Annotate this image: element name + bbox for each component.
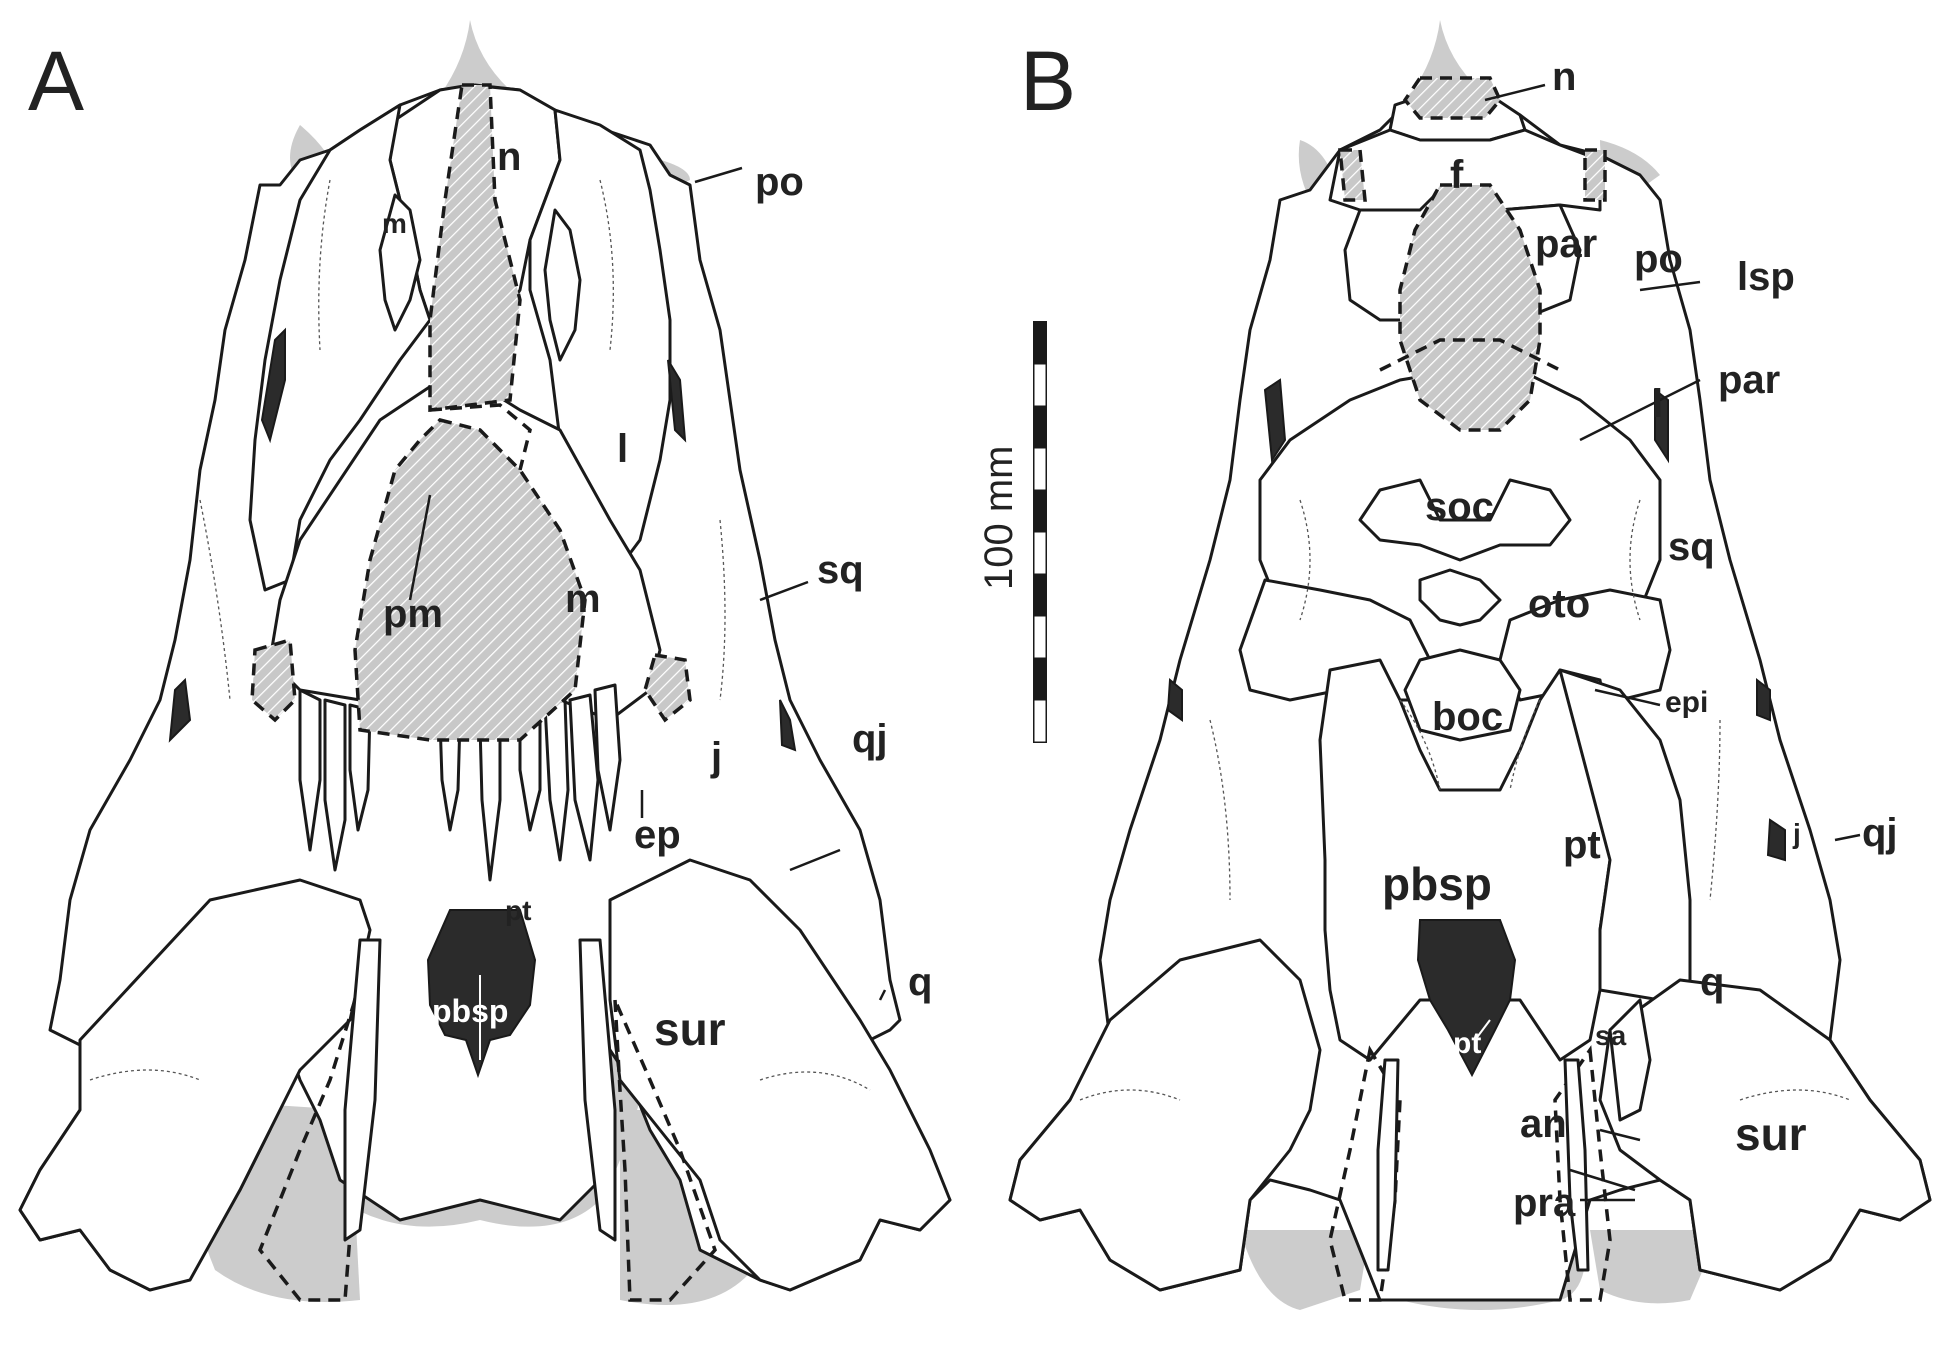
label-b-po: po: [1634, 237, 1683, 281]
label-a-sq: sq: [817, 548, 864, 592]
label-b-boc: boc: [1432, 695, 1503, 739]
panel-b-skull-outline: [1008, 76, 1932, 1302]
label-b-an: an: [1520, 1102, 1567, 1146]
label-a-pt: pt: [505, 895, 531, 926]
label-b-pbsp: pbsp: [1382, 858, 1492, 910]
panel-a: A: [18, 20, 952, 1305]
label-a-m: m: [565, 577, 601, 621]
label-a-q: q: [908, 960, 932, 1004]
label-b-lsp: lsp: [1737, 255, 1795, 299]
panel-b: B: [1008, 20, 1932, 1310]
label-a-sur: sur: [654, 1003, 726, 1055]
label-a-po: po: [755, 160, 804, 204]
scale-bar-label: 100 mm: [977, 446, 1021, 591]
scale-bar-segment: [1033, 405, 1047, 449]
label-b-sur: sur: [1735, 1108, 1807, 1160]
label-a-pm: pm: [383, 592, 443, 636]
scale-bar-segment: [1033, 363, 1047, 407]
panel-a-premaxilla-hatched: [353, 418, 587, 742]
label-a-n: n: [497, 135, 521, 179]
panel-b-nasal-hatched: [1402, 76, 1503, 120]
label-b-pra: pra: [1513, 1181, 1576, 1225]
label-a-l: l: [617, 427, 628, 471]
scale-bar-segment: [1033, 447, 1047, 491]
panel-a-teeth: [298, 683, 622, 882]
label-a-pbsp: pbsp: [432, 993, 508, 1029]
scale-bar-segment: [1033, 321, 1047, 365]
panel-a-leader-lines: [408, 166, 887, 1060]
panel-b-frontal-hatched: [1398, 183, 1542, 432]
label-b-sa: sa: [1595, 1020, 1627, 1051]
scale-bar-segment: [1033, 615, 1047, 659]
label-b-n: n: [1552, 55, 1576, 99]
label-a-ep: ep: [634, 813, 681, 857]
label-b-oto: oto: [1528, 582, 1590, 626]
scale-bar-segment: [1033, 531, 1047, 575]
panel-b-leader-lines: [1474, 83, 1861, 1202]
label-a-qj: qj: [852, 717, 888, 761]
scale-bar-segment: [1033, 699, 1047, 743]
label-b-par-top: par: [1535, 222, 1597, 266]
label-b-par-right: par: [1718, 358, 1780, 402]
label-a-j: j: [710, 735, 722, 779]
label-b-pt-right: pt: [1563, 823, 1601, 867]
scale-bar-segment: [1033, 657, 1047, 701]
panel-b-letter: B: [1020, 34, 1076, 128]
label-b-l: l: [1652, 382, 1663, 426]
panel-a-nasal-hatched: [428, 83, 522, 412]
panel-a-skull-outline: [18, 83, 952, 1302]
label-b-soc: soc: [1425, 485, 1494, 529]
label-b-pt-inner: pt: [1453, 1027, 1481, 1060]
scale-bar: 100 mm: [977, 321, 1047, 743]
panel-a-letter: A: [28, 34, 84, 128]
label-b-f: f: [1450, 153, 1464, 197]
label-b-epi: epi: [1665, 686, 1708, 719]
scale-bar-segment: [1033, 489, 1047, 533]
scale-bar-segment: [1033, 573, 1047, 617]
label-b-j: j: [1792, 818, 1801, 849]
label-a-m-small: m: [382, 208, 407, 239]
label-b-q: q: [1700, 960, 1724, 1004]
label-b-qj: qj: [1862, 811, 1898, 855]
label-b-sq: sq: [1668, 525, 1715, 569]
